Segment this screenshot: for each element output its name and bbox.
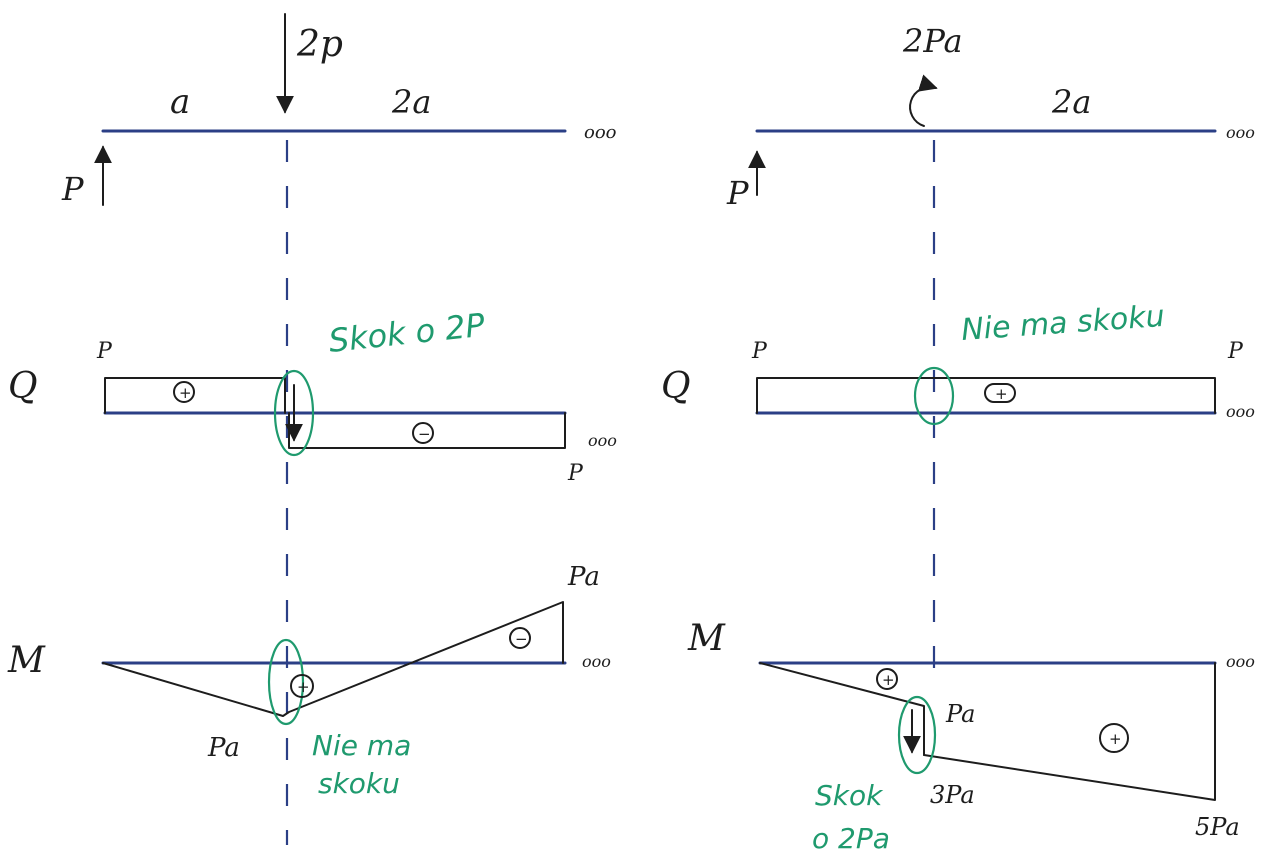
left-q-plus-circle bbox=[173, 381, 195, 403]
right-reaction-label: P bbox=[726, 174, 749, 212]
left-q-minus-circle bbox=[412, 422, 434, 444]
right-m-small-plus-sign: + bbox=[882, 671, 895, 689]
left-q-minus-sign: − bbox=[418, 425, 431, 443]
left-q-jump-circle bbox=[273, 369, 315, 457]
right-moment-label: 2Pa bbox=[902, 22, 963, 60]
right-m-large-plus-sign: + bbox=[1109, 730, 1122, 748]
right-m-value-end: 5Pa bbox=[1195, 813, 1240, 841]
left-m-note-line2: skoku bbox=[318, 767, 400, 800]
right-seg-label: 2a bbox=[1051, 83, 1091, 121]
left-q-plus-sign: + bbox=[179, 384, 192, 402]
left-q-continuation: ooo bbox=[588, 431, 617, 450]
left-m-axis-label: M bbox=[7, 640, 46, 681]
right-continuation: ooo bbox=[1226, 123, 1255, 142]
left-reaction-label: P bbox=[61, 170, 84, 208]
left-m-note-line1: Nie ma bbox=[312, 729, 411, 762]
left-continuation: ooo bbox=[584, 122, 617, 143]
left-q-axis-label: Q bbox=[8, 366, 38, 407]
left-m-continuation: ooo bbox=[582, 652, 611, 671]
left-seg2-label: 2a bbox=[391, 83, 431, 121]
right-m-note-line1: Skok bbox=[815, 779, 884, 812]
left-q-left-value: P bbox=[96, 339, 113, 364]
right-m-curve-left bbox=[759, 662, 925, 756]
right-q-plus-circle bbox=[984, 383, 1016, 403]
right-m-continuation: ooo bbox=[1226, 652, 1255, 671]
left-shear-diagram: Q + − P P ooo Skok o 2P bbox=[8, 306, 617, 486]
left-q-jump-note: Skok o 2P bbox=[327, 306, 487, 360]
left-scheme: ooo 2p a 2a P Q + − P P ooo Skok o 2P M bbox=[7, 13, 617, 845]
left-m-right-value: Pa bbox=[567, 562, 600, 592]
right-q-no-jump-circle bbox=[913, 366, 955, 426]
left-m-min-value: Pa bbox=[207, 733, 240, 763]
left-m-curve bbox=[102, 601, 564, 717]
right-m-value-mid-bottom: 3Pa bbox=[930, 781, 975, 809]
left-m-minus-circle bbox=[509, 627, 531, 649]
right-scheme: ooo 2Pa 2a P Q + P P ooo Nie ma skoku M bbox=[661, 22, 1255, 855]
right-m-value-mid-top: Pa bbox=[945, 700, 975, 728]
right-m-jump-circle bbox=[897, 695, 937, 775]
right-q-axis-label: Q bbox=[661, 366, 691, 407]
left-m-minus-sign: − bbox=[515, 630, 528, 648]
right-moment-arrow bbox=[909, 74, 938, 127]
left-m-plus-circle bbox=[290, 674, 314, 698]
right-m-axis-label: M bbox=[687, 618, 726, 659]
right-m-large-plus-circle bbox=[1099, 723, 1129, 753]
left-q-positive-area bbox=[104, 377, 286, 414]
right-q-plus-sign: + bbox=[995, 385, 1008, 403]
left-m-plus-sign: + bbox=[297, 678, 310, 696]
right-q-right-value: P bbox=[1227, 339, 1244, 364]
left-q-right-value: P bbox=[567, 461, 584, 486]
right-moment-diagram: M + + Pa 3Pa 5Pa ooo Skok o 2Pa bbox=[687, 618, 1255, 855]
left-m-no-jump-circle bbox=[267, 638, 305, 726]
right-q-note: Nie ma skoku bbox=[960, 299, 1166, 348]
left-load-label: 2p bbox=[296, 24, 343, 65]
right-q-positive-area bbox=[756, 377, 1216, 414]
right-shear-diagram: Q + P P ooo Nie ma skoku bbox=[661, 299, 1255, 426]
right-q-left-value: P bbox=[751, 339, 768, 364]
left-moment-diagram: M + − Pa Pa ooo Nie ma skoku bbox=[7, 562, 611, 800]
right-m-curve-right bbox=[923, 662, 1216, 801]
right-m-note-line2: o 2Pa bbox=[812, 822, 890, 855]
right-q-continuation: ooo bbox=[1226, 402, 1255, 421]
left-seg1-label: a bbox=[170, 82, 190, 122]
right-m-small-plus-circle bbox=[876, 668, 898, 690]
